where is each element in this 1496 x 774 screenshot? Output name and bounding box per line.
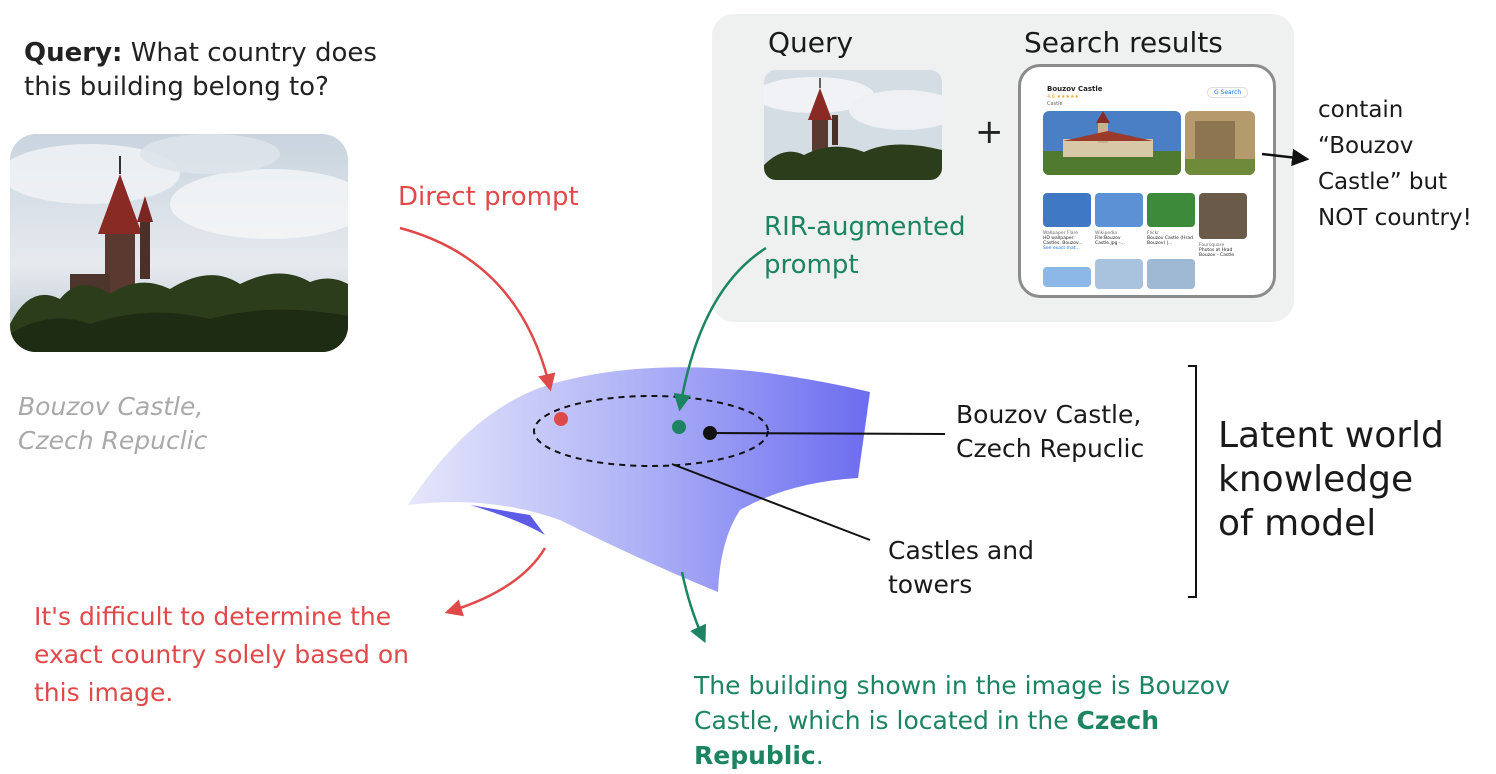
contain-line4: NOT country! [1318,205,1472,231]
query-question: What country does this building belong t… [24,38,377,102]
sr-source-3: Flickr Bouzov Castle (Hrad Bouzov) |... [1147,231,1195,246]
caption-line1: Bouzov Castle, [18,392,204,421]
sr-source-4: Foursquare Photos at Hrad Bouzov - Castl… [1199,243,1247,258]
sr-search-button[interactable]: G Search [1207,87,1249,98]
rir-output-body: The building shown in the image is Bouzo… [694,671,1230,735]
rir-output-period: . [815,741,824,770]
caption-line2: Czech Repuclic [18,426,208,455]
sr-rating: 4.6 ★★★★★ [1047,94,1079,100]
sr-thumb-7 [1147,259,1195,289]
sr-source-4-site: Foursquare [1199,243,1225,248]
contain-line3: Castle” but [1318,169,1448,195]
latent-line1: Latent world [1218,415,1444,456]
latent-bracket [1188,365,1197,598]
sr-thumb-4 [1199,193,1247,239]
plus-sign: + [975,112,1004,152]
rir-prompt-dot [672,420,686,434]
sr-see-more[interactable]: See exact mat... [1043,246,1080,251]
query-prefix: Query: [24,38,123,68]
contain-note: contain “Bouzov Castle” but NOT country! [1318,92,1496,236]
direct-prompt-label: Direct prompt [398,182,579,212]
castles-label: Castles and towers [888,534,1034,602]
knowledge-region-ellipse [533,395,769,467]
rir-prompt-arrow [673,246,767,412]
knowledge-line1: Bouzov Castle, [956,400,1142,429]
castles-line2: towers [888,570,973,599]
sr-source-1-site: Wallpaper Flare [1043,231,1079,236]
sr-main-image [1043,111,1181,175]
sr-thumb-2 [1095,193,1143,227]
green-output-arrow [680,571,707,644]
direct-prompt-dot [554,412,568,426]
sr-source-3-site: Flickr [1147,231,1160,236]
sr-source-4-desc: Photos at Hrad Bouzov - Castle [1199,248,1234,258]
sr-thumb-5 [1043,267,1091,287]
rir-output-text: The building shown in the image is Bouzo… [694,668,1234,773]
sr-side-image [1185,111,1255,175]
surface-sheet [408,367,870,592]
sr-thumb-3 [1147,193,1195,227]
red-output-arrow [444,547,547,617]
panel-results-title: Search results [1024,26,1223,59]
photo-caption: Bouzov Castle, Czech Repuclic [18,390,207,458]
sr-type: Castle [1047,101,1063,107]
direct-output-text: It's difficult to determine the exact co… [34,602,409,707]
knowledge-line2: Czech Repuclic [956,434,1145,463]
sr-source-2-site: Wikipedia [1095,231,1117,236]
sr-source-3-desc: Bouzov Castle (Hrad Bouzov) |... [1147,236,1193,246]
sr-thumb-1 [1043,193,1091,227]
results-arrow [1261,148,1310,167]
knowledge-point-label: Bouzov Castle, Czech Repuclic [956,398,1144,466]
castles-line1: Castles and [888,536,1034,565]
query-thumbnail [764,70,942,180]
sr-source-1: Wallpaper Flare HD wallpaper: Castles, B… [1043,231,1091,251]
query-text: Query: What country does this building b… [24,36,424,104]
direct-prompt-arrow [399,226,556,392]
rir-line1: RIR-augmented [764,212,966,242]
panel-query-title: Query [768,26,854,59]
rir-output-country: Czech Republic [694,706,1160,770]
rir-line2: prompt [764,250,859,280]
sr-title: Bouzov Castle [1047,85,1103,93]
castle-photo [10,134,348,352]
contain-line1: contain [1318,97,1404,123]
latent-knowledge-label: Latent world knowledge of model [1218,414,1488,546]
surface-underside [470,505,545,535]
contain-line2: “Bouzov [1318,133,1414,159]
latent-line3: of model [1218,503,1377,544]
sr-source-1-desc: HD wallpaper: Castles, Bouzov... [1043,236,1083,246]
sr-source-2-desc: File:Bouzov Castle.jpg -... [1095,236,1125,246]
latent-surface [408,367,870,592]
answer-connector-line [709,432,946,435]
search-results-card: Bouzov Castle 4.6 ★★★★★ Castle G Search … [1018,64,1276,298]
rir-prompt-label: RIR-augmented prompt [764,208,1004,284]
sr-source-2: Wikipedia File:Bouzov Castle.jpg -... [1095,231,1143,246]
latent-line2: knowledge [1218,459,1414,500]
sr-thumb-6 [1095,259,1143,289]
castles-connector-line [671,463,871,541]
